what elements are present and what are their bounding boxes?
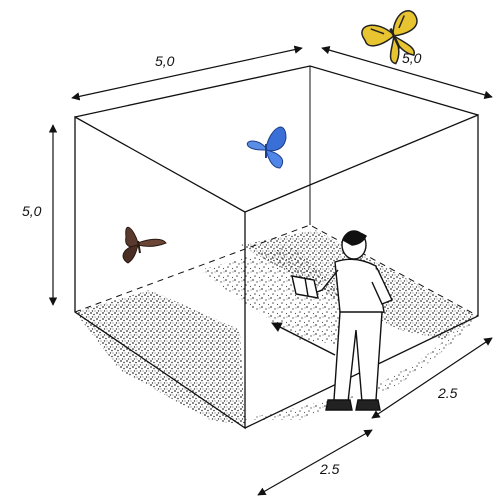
label-height: 5,0 (22, 203, 42, 219)
butterfly-brown (123, 227, 166, 263)
arrow-top-width (72, 48, 302, 98)
ground-strips (75, 230, 478, 425)
arrow-bottom-front (258, 430, 372, 495)
ground-strip-left (75, 290, 245, 425)
label-top-width: 5,0 (155, 53, 175, 69)
butterfly-blue (247, 127, 286, 168)
cage-top-back (75, 66, 478, 117)
label-bottom-front: 2.5 (319, 461, 340, 477)
label-bottom-right: 2.5 (437, 385, 458, 401)
